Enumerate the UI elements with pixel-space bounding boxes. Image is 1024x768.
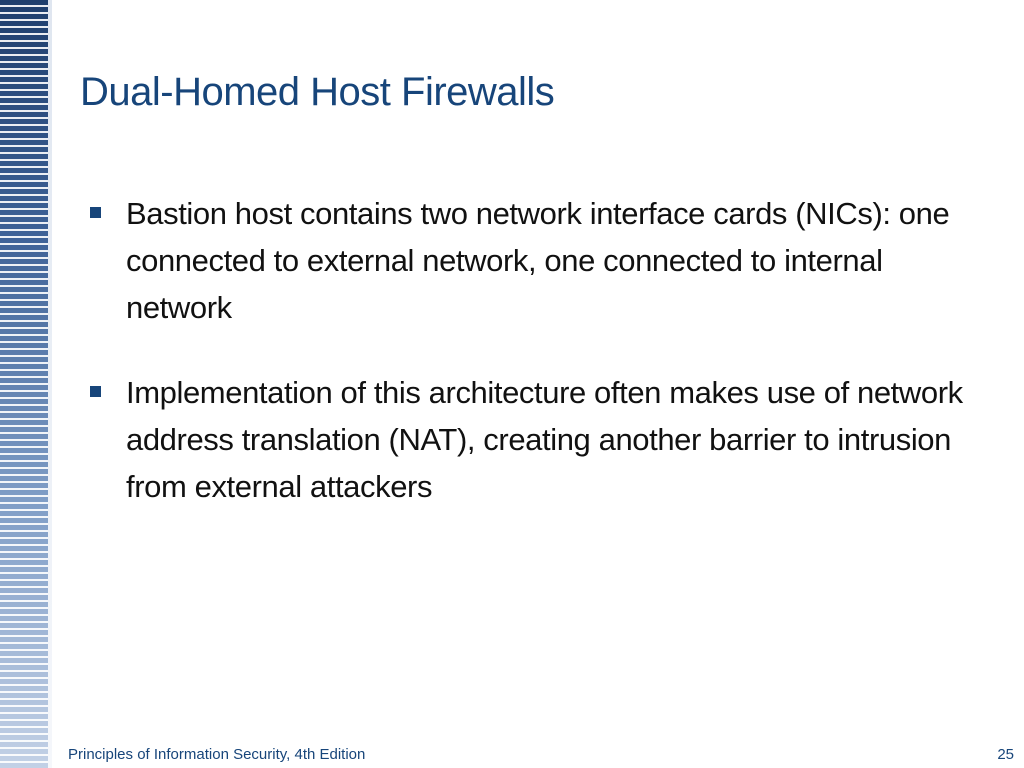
square-bullet-icon: [90, 386, 101, 397]
square-bullet-icon: [90, 207, 101, 218]
decorative-stripe-bar: [0, 0, 48, 768]
bullet-item: Implementation of this architecture ofte…: [88, 369, 968, 510]
bullet-text: Implementation of this architecture ofte…: [126, 375, 963, 504]
decorative-edge: [48, 0, 52, 768]
bullet-text: Bastion host contains two network interf…: [126, 196, 950, 325]
page-number: 25: [997, 746, 1014, 763]
footer-book-title: Principles of Information Security, 4th …: [68, 746, 366, 763]
slide-title: Dual-Homed Host Firewalls: [80, 70, 555, 114]
bullet-list: Bastion host contains two network interf…: [88, 190, 968, 548]
bullet-item: Bastion host contains two network interf…: [88, 190, 968, 331]
